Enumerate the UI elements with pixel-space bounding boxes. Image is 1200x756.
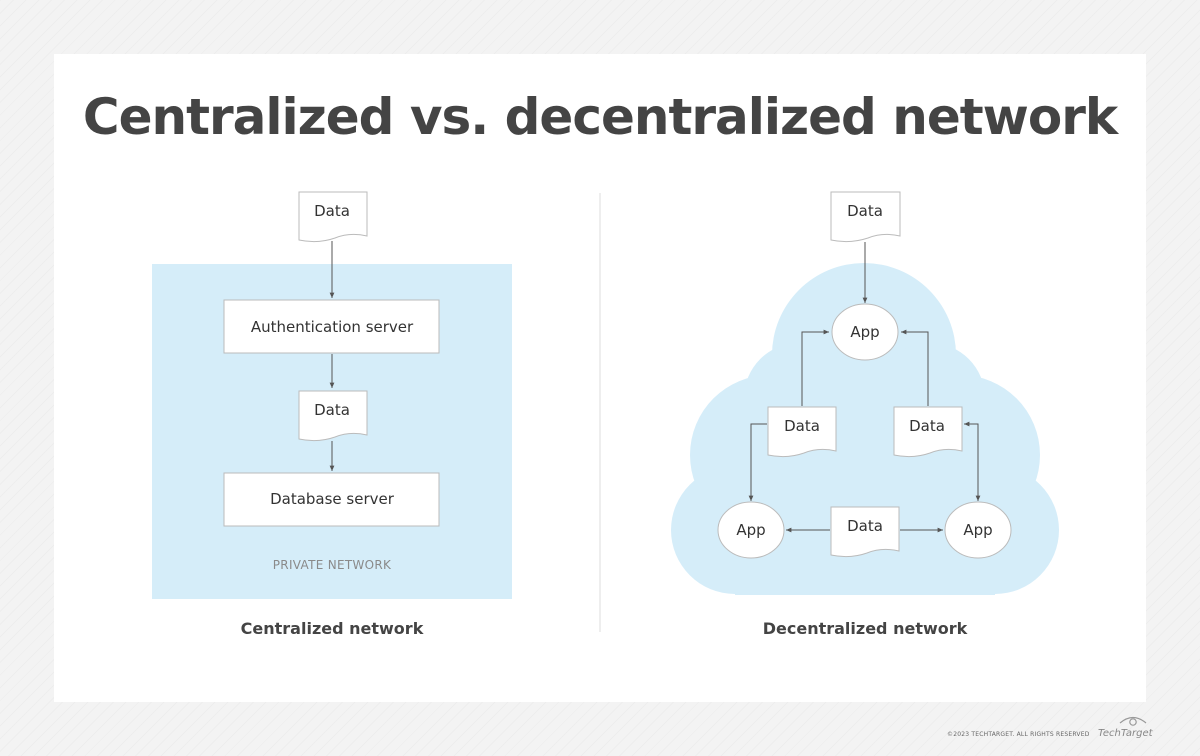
database-server-label: Database server xyxy=(270,490,395,508)
arrow-right-data-to-app-right xyxy=(964,421,981,501)
app-top-node: App xyxy=(831,303,899,361)
decentralized-data-top-label: Data xyxy=(847,202,883,220)
eye-logo-icon xyxy=(1119,716,1147,726)
centralized-data-top-label: Data xyxy=(314,202,350,220)
private-network-label: PRIVATE NETWORK xyxy=(273,558,392,572)
app-right-label: App xyxy=(963,521,992,539)
decentralized-data-right-label: Data xyxy=(909,417,945,435)
authentication-server-label: Authentication server xyxy=(251,318,414,336)
decentralized-data-right-doc: Data xyxy=(893,406,963,458)
app-right-node: App xyxy=(944,501,1012,559)
centralized-data-mid-label: Data xyxy=(314,401,350,419)
decentralized-data-bottom-label: Data xyxy=(847,517,883,535)
app-left-label: App xyxy=(736,521,765,539)
decentralized-data-top-doc: Data xyxy=(830,191,901,243)
centralized-data-mid-doc: Data xyxy=(298,390,368,442)
database-server-box: Database server xyxy=(223,472,440,527)
app-top-label: App xyxy=(850,323,879,341)
decentralized-data-left-label: Data xyxy=(784,417,820,435)
techtarget-brand: TechTarget xyxy=(1098,728,1153,739)
arrow-left-data-to-app-top xyxy=(801,329,829,406)
copyright-notice: ©2023 TECHTARGET. ALL RIGHTS RESERVED xyxy=(947,731,1090,738)
diagram-title: Centralized vs. decentralized network xyxy=(82,88,1118,146)
decentralized-data-bottom-doc: Data xyxy=(830,506,900,558)
arrow-right-data-to-app-top xyxy=(901,329,929,406)
centralized-data-top-doc: Data xyxy=(298,191,368,243)
authentication-server-box: Authentication server xyxy=(223,299,440,354)
decentralized-caption: Decentralized network xyxy=(763,619,968,638)
decentralized-data-left-doc: Data xyxy=(767,406,837,458)
app-left-node: App xyxy=(717,501,785,559)
centralized-caption: Centralized network xyxy=(241,619,424,638)
arrow-left-data-to-app-left xyxy=(748,423,767,501)
